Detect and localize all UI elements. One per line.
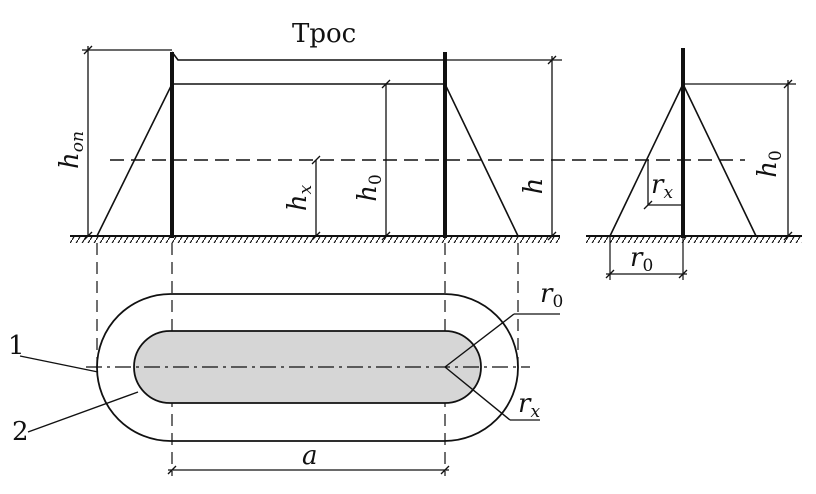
label-h0: h0 bbox=[353, 174, 386, 202]
label-h0-end: h0 bbox=[753, 150, 786, 178]
r0-tick-right bbox=[678, 269, 688, 279]
label-rx-plan: rx bbox=[518, 389, 540, 422]
label-h: h bbox=[519, 178, 549, 195]
end-view: rx h0 r0 bbox=[586, 48, 802, 280]
ground-hatch-left bbox=[70, 236, 560, 243]
h-x-tick-bottom bbox=[311, 231, 321, 241]
label-r0-plan-sub: 0 bbox=[552, 292, 563, 312]
side-elevation-view: Трос hоп hx h0 h bbox=[55, 19, 745, 243]
zone-1-leader bbox=[19, 355, 99, 373]
label-zone-2: 2 bbox=[12, 417, 29, 447]
label-r0-end-sub: 0 bbox=[642, 256, 653, 276]
label-cable: Трос bbox=[292, 19, 356, 49]
rx-radius-line bbox=[444, 366, 511, 421]
label-h-op: hоп bbox=[55, 131, 88, 169]
h-op-tick-bottom bbox=[83, 231, 93, 241]
label-h-op-main: h bbox=[55, 152, 85, 169]
h-op-tick-top bbox=[83, 45, 93, 55]
h0-tick-bottom bbox=[381, 231, 391, 241]
label-h0-main: h bbox=[353, 185, 383, 202]
label-h0-end-main: h bbox=[753, 161, 783, 178]
label-rx-end: rx bbox=[651, 170, 673, 203]
h-x-tick-top bbox=[311, 155, 321, 165]
r0-tick-left bbox=[605, 269, 615, 279]
a-tick-left bbox=[167, 465, 177, 475]
label-r0-plan-main: r bbox=[540, 279, 554, 309]
label-h0-end-sub: 0 bbox=[766, 150, 786, 161]
label-rx-end-main: r bbox=[651, 170, 665, 200]
label-r0-end: r0 bbox=[630, 243, 653, 276]
plan-view: 1 2 r0 rx a bbox=[8, 243, 563, 476]
zone-2-fill bbox=[133, 330, 482, 404]
label-rx-plan-main: r bbox=[518, 389, 532, 419]
h0-end-tick-bottom bbox=[783, 231, 793, 241]
label-h-op-sub: оп bbox=[68, 131, 88, 152]
label-rx-end-sub: x bbox=[663, 183, 673, 203]
label-a: a bbox=[302, 441, 318, 471]
zone-2-leader bbox=[27, 391, 139, 433]
r0-radius-line bbox=[444, 313, 515, 368]
label-h0-sub: 0 bbox=[366, 174, 386, 185]
label-h-x-sub: x bbox=[296, 184, 316, 194]
label-r0-end-main: r bbox=[630, 243, 644, 273]
h0-end-tick-top bbox=[783, 79, 793, 89]
rx-tick bbox=[643, 200, 653, 210]
label-rx-plan-sub: x bbox=[530, 402, 540, 422]
a-tick-right bbox=[440, 465, 450, 475]
label-zone-1: 1 bbox=[8, 331, 25, 361]
label-h-x-main: h bbox=[283, 194, 313, 211]
label-h-x: hx bbox=[283, 184, 316, 211]
label-r0-plan: r0 bbox=[540, 279, 563, 312]
ground-hatch-right bbox=[586, 236, 802, 243]
h0-tick-top bbox=[381, 79, 391, 89]
h-tick-bottom bbox=[547, 231, 557, 241]
h-tick-top bbox=[547, 55, 557, 65]
cable-line bbox=[171, 51, 445, 61]
